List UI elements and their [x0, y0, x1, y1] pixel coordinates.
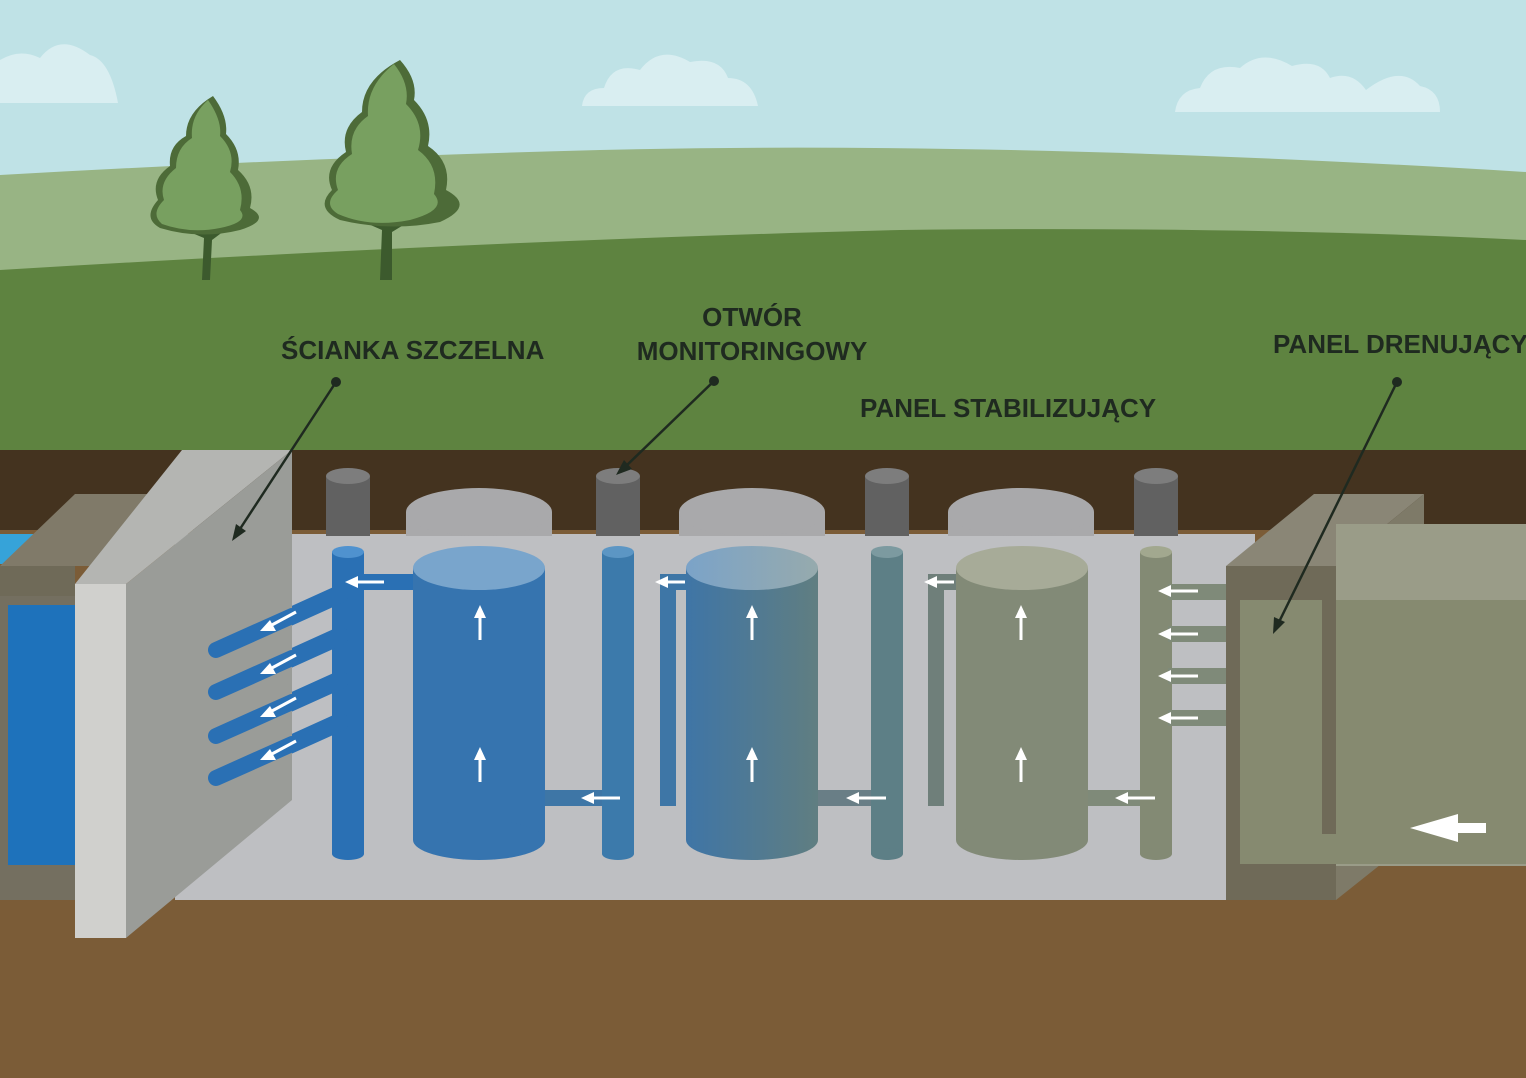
tree-icon	[150, 96, 259, 280]
label-cutoff-wall: ŚCIANKA SZCZELNA	[281, 335, 545, 365]
treatment-tanks	[413, 546, 1088, 860]
label-drainage-panel: PANEL DRENUJĄCY	[1273, 329, 1526, 359]
tank-caps	[406, 488, 1094, 536]
contaminated-water	[8, 605, 88, 865]
connecting-pipes	[360, 574, 1146, 806]
cloud-icon	[582, 54, 758, 106]
left-box-top-slope	[0, 494, 175, 566]
drainage-panel-box	[1226, 494, 1526, 900]
label-monitoring-well: OTWÓR MONITORINGOWY	[632, 300, 872, 368]
label-monitoring-well-line2: MONITORINGOWY	[636, 336, 868, 366]
left-box-top	[0, 566, 75, 596]
flow-arrow-icon	[260, 576, 1486, 842]
cloud-icon	[1175, 57, 1440, 112]
tree-icon	[324, 60, 460, 280]
leader-line-icon	[232, 376, 1402, 634]
label-stabilization-panel: PANEL STABILIZUJĄCY	[860, 393, 1157, 423]
cloud-icon	[0, 44, 118, 103]
grass-field	[0, 229, 1526, 450]
monitoring-well-caps	[326, 468, 1178, 536]
label-monitoring-well-line1: OTWÓR	[702, 302, 802, 332]
